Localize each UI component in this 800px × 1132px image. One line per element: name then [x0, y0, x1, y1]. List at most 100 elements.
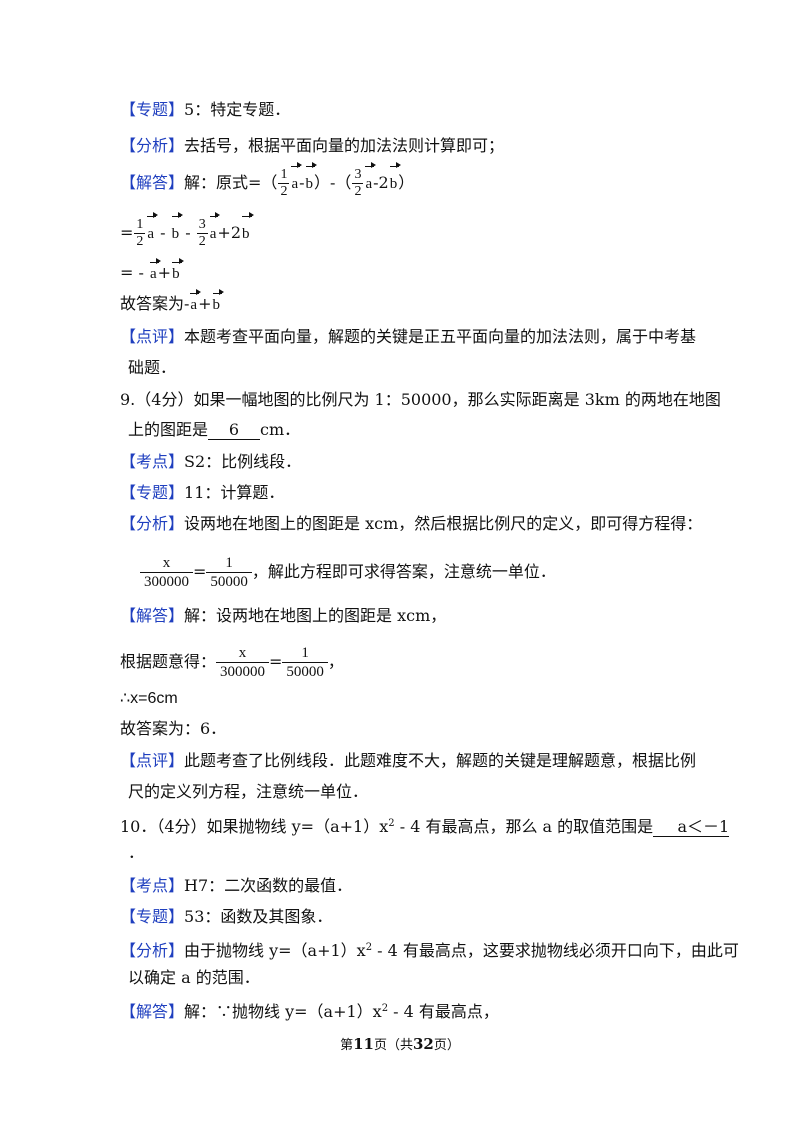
frac-num: x [238, 645, 247, 661]
q9-dianping-text2: 尺的定义列方程，注意统一单位． [128, 782, 369, 801]
q9-kaodian-line: 【考点】S2：比例线段． [120, 451, 301, 473]
superscript-2: 2 [381, 1003, 389, 1014]
q9-therefore-line: ∴x=6cm [120, 688, 178, 710]
q8-dianping-text2: 础题． [128, 358, 177, 377]
q10-kaodian-line: 【考点】H7：二次函数的最值． [120, 875, 352, 897]
equals-sign: = [193, 562, 207, 581]
q10-stem-line2: ． [128, 842, 144, 864]
q10-fenxi-pre: 由于抛物线 y=（a+1）x [184, 941, 366, 960]
q10-zhuanti-line: 【专题】53：函数及其图象． [120, 906, 332, 928]
frac-num: 3 [198, 217, 206, 232]
answer-prefix: 故答案为 [120, 294, 185, 313]
comma: ， [327, 652, 344, 671]
q8-jieda-prefix: 解：原式=（ [184, 173, 278, 192]
frac-num: 1 [280, 167, 288, 182]
minus-sign: - [155, 223, 171, 242]
kaodian-tag: 【考点】 [120, 452, 185, 471]
vector-a: a [189, 289, 201, 316]
vector-a: a [290, 162, 302, 201]
equals-minus: = - [120, 263, 144, 282]
q9-dianping-line2: 尺的定义列方程，注意统一单位． [128, 781, 368, 803]
q9-jieda-line: 【解答】解：设两地在地图上的图距是 xcm， [120, 605, 446, 627]
minus-sign: - [180, 223, 196, 242]
page-number: 11 [353, 1035, 374, 1053]
q9-dianping-text: 此题考查了比例线段．此题难度不大，解题的关键是理解题意，根据比例 [184, 751, 697, 770]
q8-answer-line: 故答案为-a+b [120, 289, 224, 316]
q10-fenxi-line2: 以确定 a 的范围． [128, 967, 260, 989]
q9-answer-line: 故答案为：6． [120, 718, 226, 740]
q10-kaodian-text: H7：二次函数的最值． [184, 876, 353, 895]
vector-a: a [209, 212, 220, 251]
zhuanti-tag: 【专题】 [120, 907, 185, 926]
q8-dianping-text: 本题考查平面向量，解题的关键是正五平面向量的加法法则，属于中考基 [184, 327, 697, 346]
minus-two: -2 [373, 173, 389, 192]
footer-ye: 页（共 [373, 1038, 413, 1053]
equals-sign: = [269, 652, 283, 671]
vector-b: b [212, 289, 224, 316]
dianping-tag: 【点评】 [120, 751, 185, 770]
vector-b: b [171, 258, 183, 285]
superscript-2: 2 [388, 818, 395, 829]
q9-stem-post: cm． [260, 420, 301, 439]
q10-answer-blank: a＜－1 [653, 818, 730, 837]
q8-dianping-line2: 础题． [128, 357, 176, 379]
frac-num: 1 [225, 555, 233, 571]
frac-num: 1 [301, 645, 309, 661]
q9-dianping-line: 【点评】此题考查了比例线段．此题难度不大，解题的关键是理解题意，根据比例 [120, 750, 696, 772]
jieda-tag: 【解答】 [120, 173, 185, 192]
plus-two: +2 [217, 223, 241, 242]
dianping-tag: 【点评】 [120, 327, 185, 346]
footer-ye-end: 页） [433, 1038, 460, 1053]
q8-dianping-line: 【点评】本题考查平面向量，解题的关键是正五平面向量的加法法则，属于中考基 [120, 326, 696, 348]
frac-den: 2 [196, 233, 208, 249]
q10-fenxi-line: 【分析】由于抛物线 y=（a+1）x2 - 4 有最高点，这要求抛物线必须开口向… [120, 937, 739, 962]
equals-sign: = [120, 223, 134, 242]
zhuanti-tag: 【专题】 [120, 100, 185, 119]
q8-fenxi-line: 【分析】去括号，根据平面向量的加法法则计算即可； [120, 135, 504, 157]
plus-sign: + [198, 294, 212, 313]
paren-sep: ）-（ [314, 173, 352, 192]
q9-zhuanti-line: 【专题】11：计算题． [120, 482, 284, 504]
q9-stem-pre: 上的图距是 [128, 420, 209, 439]
q10-stem-pre: 10．（4分）如果抛物线 y=（a+1）x [120, 817, 389, 836]
fenxi-tag: 【分析】 [120, 514, 185, 533]
q10-jieda-line: 【解答】解：∵抛物线 y=（a+1）x2 - 4 有最高点， [120, 998, 499, 1023]
vector-a: a [146, 212, 158, 251]
minus-sign: - [299, 173, 305, 192]
q9-answer-blank: 6 [208, 421, 261, 440]
jieda-tag: 【解答】 [120, 1002, 185, 1021]
q9-stem: 9.（4分）如果一幅地图的比例尺为 1：50000，那么实际距离是 3km 的两… [120, 390, 721, 409]
frac-num: x [162, 555, 171, 571]
q10-jieda-pre: 解：∵抛物线 y=（a+1）x [184, 1002, 382, 1021]
q9-stem-line: 9.（4分）如果一幅地图的比例尺为 1：50000，那么实际距离是 3km 的两… [120, 389, 721, 411]
q10-zhuanti-text: 53：函数及其图象． [184, 907, 333, 926]
q10-period: ． [128, 843, 145, 862]
q8-zhuanti-line: 【专题】5：特定专题． [120, 99, 290, 121]
vector-b: b [389, 162, 401, 201]
frac-num: 1 [136, 217, 144, 232]
kaodian-tag: 【考点】 [120, 876, 185, 895]
total-pages: 32 [413, 1035, 434, 1053]
q10-stem-line: 10．（4分）如果抛物线 y=（a+1）x2 - 4 有最高点，那么 a 的取值… [120, 813, 730, 838]
fenxi-tag: 【分析】 [120, 136, 185, 155]
vector-b: b [241, 212, 253, 251]
q9-yide-text: 根据题意得： [120, 652, 217, 671]
page-footer: 第11页（共32页） [0, 1034, 800, 1053]
frac-den: 50000 [282, 662, 328, 681]
frac-den: 2 [352, 183, 364, 199]
frac-den: 2 [278, 183, 290, 199]
q9-answer-text: 故答案为：6． [120, 719, 227, 738]
superscript-2: 2 [365, 942, 373, 953]
q8-fenxi-text: 去括号，根据平面向量的加法法则计算即可； [184, 136, 505, 155]
